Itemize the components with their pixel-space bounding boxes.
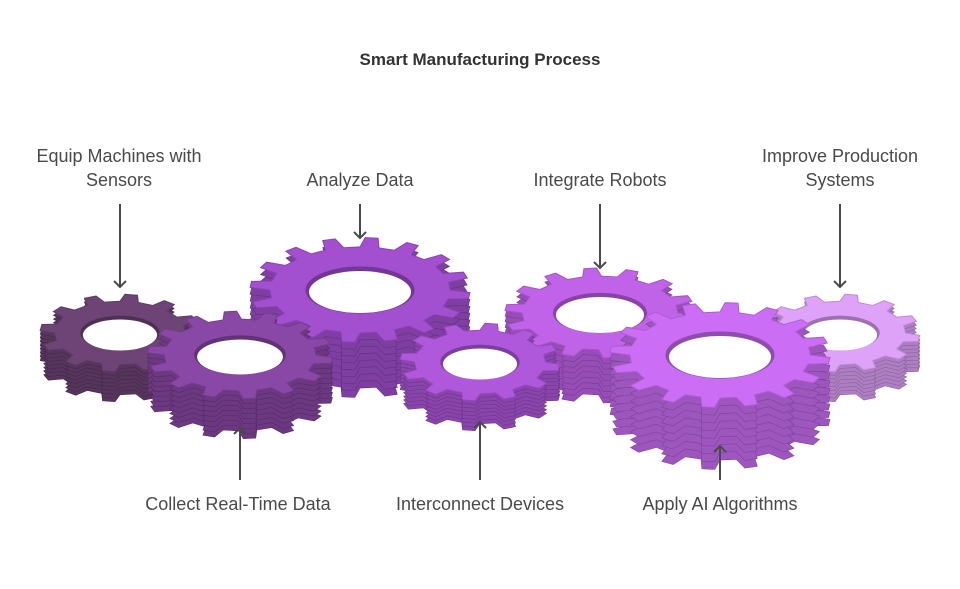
arrow-integrate-robots [593,204,607,270]
arrow-interconnect-devices [473,420,487,480]
gear-apply-ai [609,302,831,470]
step-label-interconnect-devices: Interconnect Devices [395,494,565,514]
gear-collect-data [146,310,334,440]
diagram-title: Smart Manufacturing Process [359,50,601,69]
arrow-collect-data [233,426,247,480]
arrow-equip-machines [113,204,127,289]
step-label-integrate-robots: Integrate Robots [533,170,667,190]
step-label-improve-production: Improve Production Systems [761,146,919,190]
arrow-analyze-data [353,204,367,240]
step-label-equip-machines: Equip Machines with Sensors [36,146,202,190]
gear-interconnect-devices [399,322,561,432]
arrow-improve-production [833,204,847,289]
step-label-analyze-data: Analyze Data [306,170,414,190]
step-label-apply-ai: Apply AI Algorithms [642,494,798,514]
arrow-apply-ai [713,444,727,480]
step-label-collect-data: Collect Real-Time Data [145,494,331,514]
